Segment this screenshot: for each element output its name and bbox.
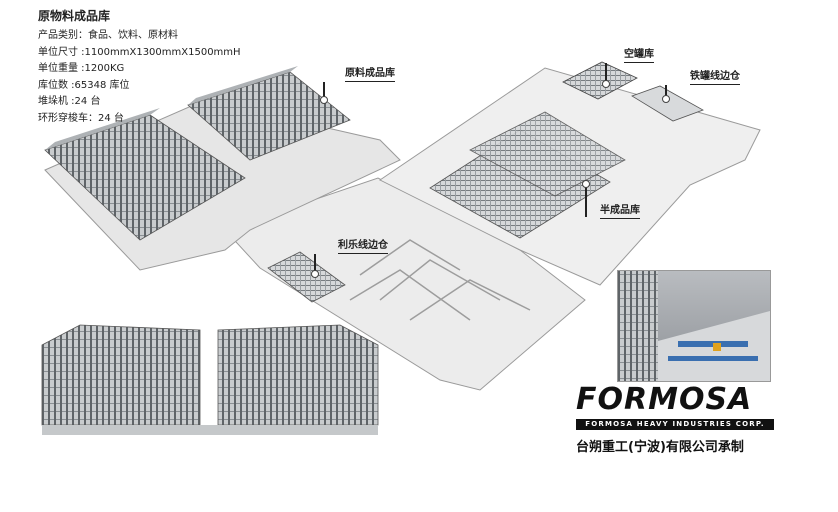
label-empty-can: 空罐库	[624, 49, 654, 63]
label-semi-finished: 半成品库	[600, 205, 640, 219]
callout-dot	[662, 95, 670, 103]
empty-can-block	[562, 61, 638, 100]
spec-line: 单位尺寸 :1100mmX1300mmX1500mmH	[38, 46, 241, 58]
leader-line	[605, 63, 607, 81]
spec-line: 单位重量 :1200KG	[38, 63, 125, 74]
bottom-base	[42, 425, 378, 435]
spec-line: 环形穿梭车：24 台	[38, 112, 124, 124]
rack-block-left-a-top	[45, 108, 160, 150]
conveyor-lines	[349, 239, 531, 321]
spec-title: 原物料成品库	[38, 9, 111, 23]
lile-side-block	[267, 251, 346, 303]
leader-line	[585, 183, 587, 217]
leader-line	[323, 82, 325, 98]
callout-dot	[602, 80, 610, 88]
spec-line: 堆垛机 :24 台	[38, 96, 101, 107]
rack-block-bottom-a	[41, 324, 201, 426]
leader-line	[665, 85, 667, 97]
spec-block: 原物料成品库 产品类别：食品、饮料、原材料 单位尺寸 :1100mmX1300m…	[38, 8, 298, 127]
callout-dot	[320, 96, 328, 104]
brand-block: FORMOSA FORMOSA HEAVY INDUSTRIES CORP. 台…	[576, 383, 776, 455]
label-lile-side: 利乐线边仓	[338, 240, 388, 254]
rack-block-bottom-b	[217, 324, 379, 426]
callout-dot	[582, 180, 590, 188]
rack-block-left-b-top	[188, 66, 298, 105]
spec-line: 库位数 :65348 库位	[38, 79, 130, 91]
callout-dot	[311, 270, 319, 278]
company-name: 台朔重工(宁波)有限公司承制	[576, 440, 744, 455]
logo-subtitle: FORMOSA HEAVY INDUSTRIES CORP.	[576, 419, 774, 430]
formosa-logo: FORMOSA	[576, 382, 753, 417]
label-iron-can-side: 铁罐线边仓	[690, 71, 740, 85]
iron-can-block	[631, 85, 704, 122]
rack-block-semi-b	[469, 111, 626, 197]
label-raw-warehouse: 原料成品库	[345, 68, 395, 82]
inset-photo-illustration	[618, 271, 770, 381]
leader-line	[314, 254, 316, 272]
spec-line: 产品类别：食品、饮料、原材料	[38, 30, 178, 41]
inset-photo	[617, 270, 771, 382]
